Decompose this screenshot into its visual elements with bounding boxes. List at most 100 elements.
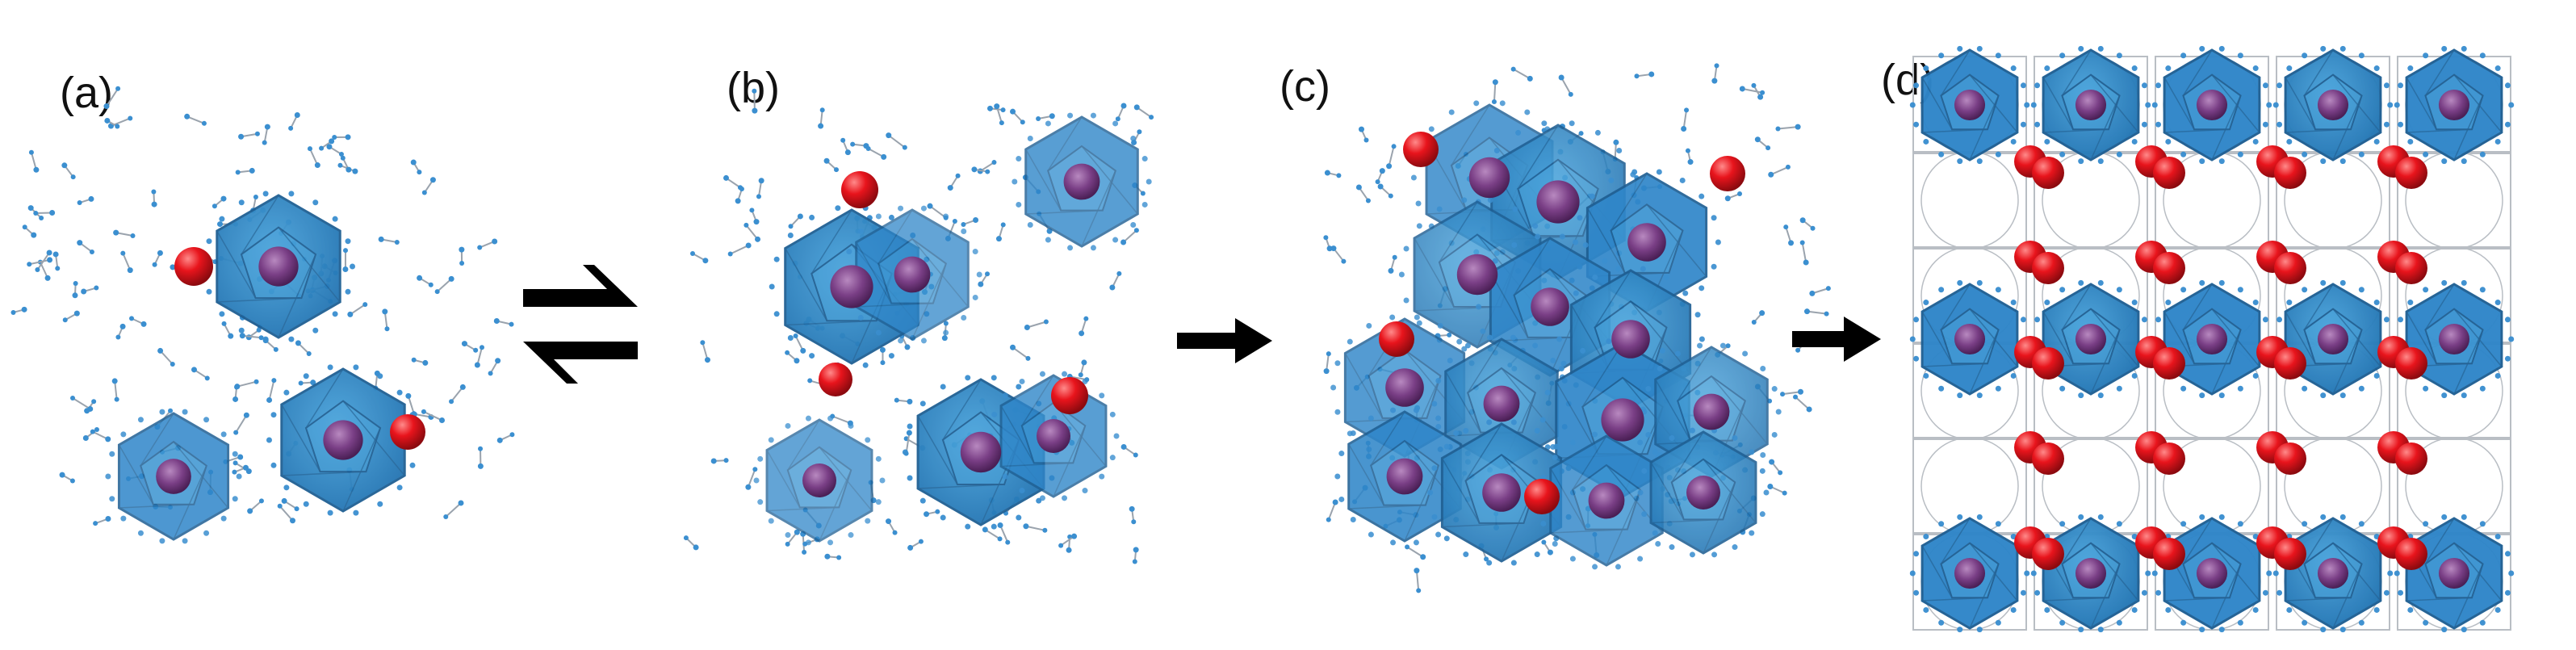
cage-rim-atom	[303, 373, 309, 380]
cage-rim-atom	[137, 417, 144, 423]
enclathrated-guest	[1627, 223, 1666, 262]
arrow-forward	[1792, 317, 1881, 362]
cage-rim-atom	[2277, 589, 2283, 596]
cage-rim-atom	[2059, 385, 2066, 392]
cage-rim-atom	[1112, 237, 1119, 243]
cage-rim-atom	[1749, 449, 1755, 455]
water-atom	[1797, 388, 1803, 395]
water-atom	[1133, 452, 1138, 458]
water-atom	[77, 240, 83, 246]
water-atom	[233, 430, 239, 435]
cage-rim-atom	[2030, 102, 2037, 108]
water-atom	[1447, 332, 1452, 338]
cage-rim-atom	[1957, 514, 1963, 520]
cage-rim-atom	[1338, 451, 1345, 457]
cage-rim-atom	[1532, 223, 1539, 229]
enclathrated-guest	[1693, 393, 1730, 430]
cage-edge	[2332, 543, 2381, 602]
cage-edge	[2090, 308, 2139, 367]
water-atom	[985, 169, 991, 174]
cage-rim-atom	[1141, 201, 1148, 208]
water-atom	[49, 210, 56, 216]
water-atom	[204, 375, 210, 381]
cage-rim-atom	[2339, 158, 2346, 165]
water-atom	[1687, 159, 1694, 166]
water-atom	[249, 167, 255, 174]
water-atom	[39, 216, 44, 221]
cage-edge	[2211, 564, 2242, 629]
water-atom	[93, 521, 98, 526]
cage-rim-atom	[2010, 606, 2017, 613]
cage-rim-atom	[875, 499, 882, 505]
cage-rim-atom	[2272, 102, 2279, 108]
guest-molecule	[1051, 377, 1088, 414]
cage-rim-atom	[1334, 409, 1341, 415]
cage-rim-atom	[2131, 300, 2138, 306]
cage-rim-atom	[1486, 419, 1493, 426]
enclathrated-guest	[2317, 323, 2349, 355]
cage-rim-atom	[1938, 521, 1945, 527]
water-atom	[458, 500, 464, 506]
cage-rim-atom	[1995, 151, 2001, 157]
cage-rim-atom	[2423, 287, 2429, 293]
cage-rim-atom	[182, 409, 188, 415]
water-atom	[1083, 316, 1089, 321]
cage-rim-atom	[1995, 52, 2001, 59]
cage-rim-atom	[2504, 551, 2511, 557]
guest-molecule	[2032, 442, 2064, 475]
water-bond	[730, 245, 749, 255]
enclathrated-guest	[894, 256, 931, 293]
water-atom	[438, 417, 445, 424]
water-atom	[1355, 184, 1362, 191]
panel-label-b: (b)	[727, 64, 780, 112]
cage-rim-atom	[1112, 120, 1119, 127]
cage-rim-atom	[236, 473, 242, 480]
water-atom	[907, 544, 914, 551]
cage-rim-atom	[1923, 300, 1929, 306]
cage-rim-atom	[809, 353, 815, 359]
panel-label-c: (c)	[1280, 62, 1330, 111]
water-atom	[1020, 120, 1025, 125]
water-atom	[473, 347, 479, 353]
water-atom	[310, 380, 316, 386]
cage-rim-atom	[1436, 206, 1443, 212]
cage-rim-atom	[1637, 556, 1644, 562]
water-bond	[1326, 354, 1330, 371]
equilibrium-forward-arrow	[523, 265, 638, 307]
water-atom	[1131, 519, 1137, 525]
cage-rim-atom	[773, 311, 780, 317]
water-bond	[279, 505, 294, 522]
cage-rim-atom	[857, 314, 864, 321]
cage-rim-atom	[1493, 147, 1500, 153]
cage-rim-atom	[2034, 82, 2041, 89]
water-atom	[1795, 347, 1801, 353]
cage-edge	[1489, 272, 1529, 338]
enclathrated-guest	[2438, 323, 2470, 355]
cage-rim-atom	[1657, 366, 1663, 372]
cage-rim-atom	[2116, 52, 2122, 59]
cage-rim-atom	[1486, 560, 1493, 566]
cage-edge	[2332, 564, 2363, 629]
cage-rim-atom	[1923, 372, 1929, 379]
cage-rim-atom	[2180, 619, 2187, 626]
cage-rim-atom	[1067, 245, 1074, 251]
cage-rim-atom	[1645, 431, 1652, 438]
cage-rim-atom	[2218, 279, 2225, 286]
water-atom	[723, 174, 729, 181]
cage-rim-atom	[1608, 177, 1615, 183]
cage-edge	[1053, 425, 1086, 497]
cage-edge	[1921, 545, 1953, 598]
cage-rim-atom	[1487, 197, 1493, 203]
water-atom	[1010, 344, 1016, 350]
water-atom	[1120, 443, 1127, 450]
water-atom	[1420, 554, 1426, 560]
water-bond	[1513, 68, 1531, 80]
cage-edge	[1581, 342, 1623, 408]
cage-rim-atom	[1616, 147, 1623, 153]
cage-rim-atom	[1938, 619, 1945, 626]
water-atom	[46, 250, 52, 256]
reaction-arrows	[523, 265, 1881, 384]
water-atom	[961, 221, 966, 227]
cage-rim-atom	[1637, 439, 1644, 446]
enclathrated-guest	[802, 463, 836, 497]
